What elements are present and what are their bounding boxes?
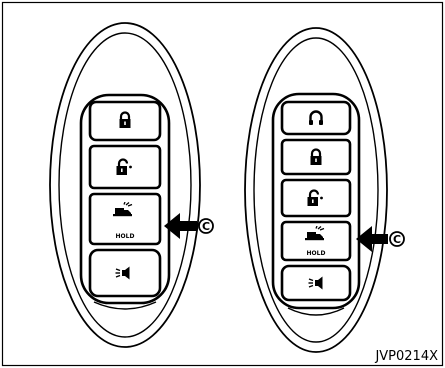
callout-circle (198, 218, 214, 234)
figure-code: JVP0214X (374, 349, 438, 364)
lock-button (88, 100, 162, 142)
callout-letter: C (393, 233, 401, 246)
fob-bottom-seam (287, 307, 345, 316)
truck-bed-lamp-button: HOLD (88, 192, 162, 246)
callout-pointer-left: C (164, 213, 214, 239)
fob-four-button: HOLD C (49, 22, 214, 348)
callout-pointer-right: C (356, 226, 405, 252)
fob-bottom-seam (93, 301, 157, 310)
hold-label: HOLD (307, 250, 326, 257)
callout-circle (389, 231, 405, 247)
truck-bed-lamp-button: HOLD (280, 220, 352, 262)
callout-letter: C (202, 220, 210, 233)
unlock-button (280, 178, 352, 218)
panic-alarm-button (88, 248, 162, 298)
lock-button (280, 138, 352, 176)
hold-label: HOLD (116, 233, 135, 240)
panic-alarm-button (280, 264, 352, 302)
remote-start-button (280, 100, 352, 136)
fob-five-button: HOLD C (244, 27, 405, 353)
unlock-button (88, 144, 162, 190)
